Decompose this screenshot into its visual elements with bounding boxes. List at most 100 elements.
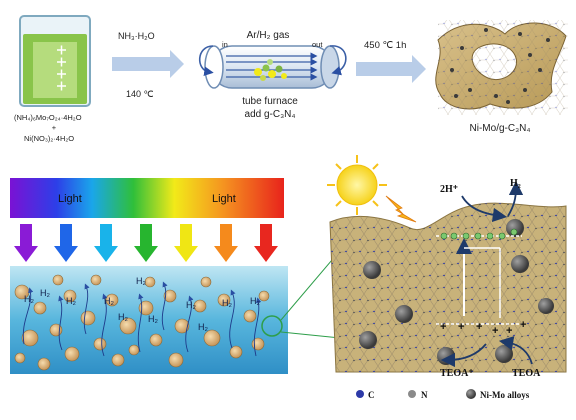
step2-arrow (356, 55, 426, 83)
mechanism-panel: + + + + + + 2H⁺ H₂ TEOA⁺ TEOA C N Ni-Mo allo… (327, 155, 567, 400)
photocatalyst-particle (111, 353, 125, 367)
product-label: Ni-Mo/g-C₃N₄ (470, 123, 531, 134)
photocatalyst-particle (251, 337, 265, 351)
step1-reagent: NH₃·H₂O (118, 31, 155, 41)
zoom-circle (261, 315, 283, 337)
h2-flow-line (161, 281, 168, 331)
teoa-label: TEOA (512, 368, 541, 379)
photocatalyst-particle (149, 333, 163, 347)
svg-text:+: + (440, 321, 446, 333)
legend-c-swatch (356, 390, 364, 398)
h2-label: H₂ (118, 312, 128, 322)
light-arrow (134, 224, 158, 262)
svg-text:+: + (506, 325, 512, 337)
beaker-formula-2: Ni(NO₃)₂·4H₂O (24, 134, 74, 143)
legend-alloy-swatch (466, 389, 476, 399)
photocatalyst-particle (258, 290, 270, 302)
photocatalyst-particle (229, 345, 243, 359)
photocatalyst-particle (105, 293, 119, 307)
photocatalyst-particle (80, 310, 96, 326)
h2-flow-lines (22, 281, 262, 357)
h2-flow-line (22, 287, 34, 345)
h2-label: H₂ (66, 296, 76, 306)
photocatalyst-particle (138, 300, 154, 316)
g-c3n4-lattice (330, 203, 566, 372)
photocatalyst-particle (144, 276, 156, 288)
photocatalyst-particle (37, 357, 51, 371)
light-arrow (94, 224, 118, 262)
photocatalyst-particle (174, 318, 190, 334)
photocatalyst-particle (168, 352, 184, 368)
h2-label: H₂ (104, 296, 114, 306)
photocatalyst-particle (243, 309, 257, 323)
mechanism-h2-label: H₂ (510, 178, 521, 189)
h2-flow-line (83, 283, 90, 335)
furnace-out-label: out (312, 40, 323, 49)
step1-arrow (112, 50, 184, 78)
legend-alloy-label: Ni-Mo alloys (480, 390, 530, 400)
h2-label: H₂ (148, 314, 158, 324)
light-arrow (54, 224, 78, 262)
light-arrow (214, 224, 238, 262)
photocatalyst-particle (14, 352, 26, 364)
gas-label: Ar/H₂ gas (247, 30, 290, 41)
h2-label: H₂ (186, 300, 196, 310)
legend: C N Ni-Mo alloys (356, 389, 530, 400)
svg-text:+: + (458, 321, 464, 333)
light-label-left: Light (58, 193, 82, 205)
h2-label: H₂ (40, 288, 50, 298)
photocatalyst-particle (93, 337, 107, 351)
light-arrow (254, 224, 278, 262)
photocatalyst-particle (90, 274, 102, 286)
photocatalyst-particle (33, 301, 47, 315)
legend-c-label: C (368, 390, 375, 400)
light-arrow (174, 224, 198, 262)
svg-text:+: + (520, 319, 526, 331)
furnace-powder (254, 59, 287, 81)
svg-text:+: + (492, 325, 498, 337)
light-label-right: Light (212, 193, 236, 205)
light-arrows (14, 224, 278, 262)
h2-label: H₂ (198, 322, 208, 332)
spectrum-bar (10, 178, 284, 218)
photocatalyst-particle (193, 299, 207, 313)
photocatalyst-particle (21, 329, 39, 347)
furnace-in-label: in (222, 40, 228, 49)
furnace-label: tube furnace (242, 96, 298, 107)
photocatalyst-particles (14, 274, 270, 371)
h2-label: H₂ (250, 296, 260, 306)
h2-flow-line (253, 297, 262, 357)
h2-flow-line (185, 295, 194, 353)
product-sheet (435, 20, 568, 115)
sun-icon (327, 155, 387, 215)
teoa-plus-label: TEOA⁺ (440, 368, 474, 379)
legend-n-swatch (408, 390, 416, 398)
svg-text:+: + (476, 321, 482, 333)
photocatalyst-particle (128, 344, 140, 356)
photocatalyst-particle (64, 346, 80, 362)
h2-label: H₂ (24, 294, 34, 304)
light-arrow (14, 224, 38, 262)
legend-n-label: N (421, 390, 428, 400)
h2-labels: H₂ H₂ H₂ H₂ H₂ H₂ H₂ H₂ H₂ H₂ H₂ (24, 276, 260, 332)
beaker-formula-1: (NH₄)₆Mo₇O₂₄·4H₂O (14, 113, 82, 122)
h2-label: H₂ (136, 276, 146, 286)
photocatalyst-particle (163, 289, 177, 303)
lightning-icon (385, 195, 417, 223)
h2-flow-line (137, 293, 144, 353)
h2-flow-line (229, 289, 236, 349)
h2-flow-line (101, 293, 108, 357)
photocatalyst-particle (200, 276, 212, 288)
band-diagram: + + + + + + (436, 180, 533, 368)
photocatalyst-particle (63, 289, 77, 303)
proton-label: 2H⁺ (440, 184, 458, 195)
h2-flow-line (58, 295, 64, 351)
h2-label: H₂ (222, 298, 232, 308)
beaker (19, 15, 91, 107)
light-panel: Light Light H₂ H₂ H₂ H₂ H₂ H₂ H₂ H₂ H₂ H₂ H₂ (10, 178, 288, 374)
alloy-particles (359, 219, 554, 365)
beaker-plus: + (52, 123, 57, 132)
step2-temp: 450 ℃ 1h (364, 40, 406, 51)
photocatalyst-particle (203, 329, 221, 347)
